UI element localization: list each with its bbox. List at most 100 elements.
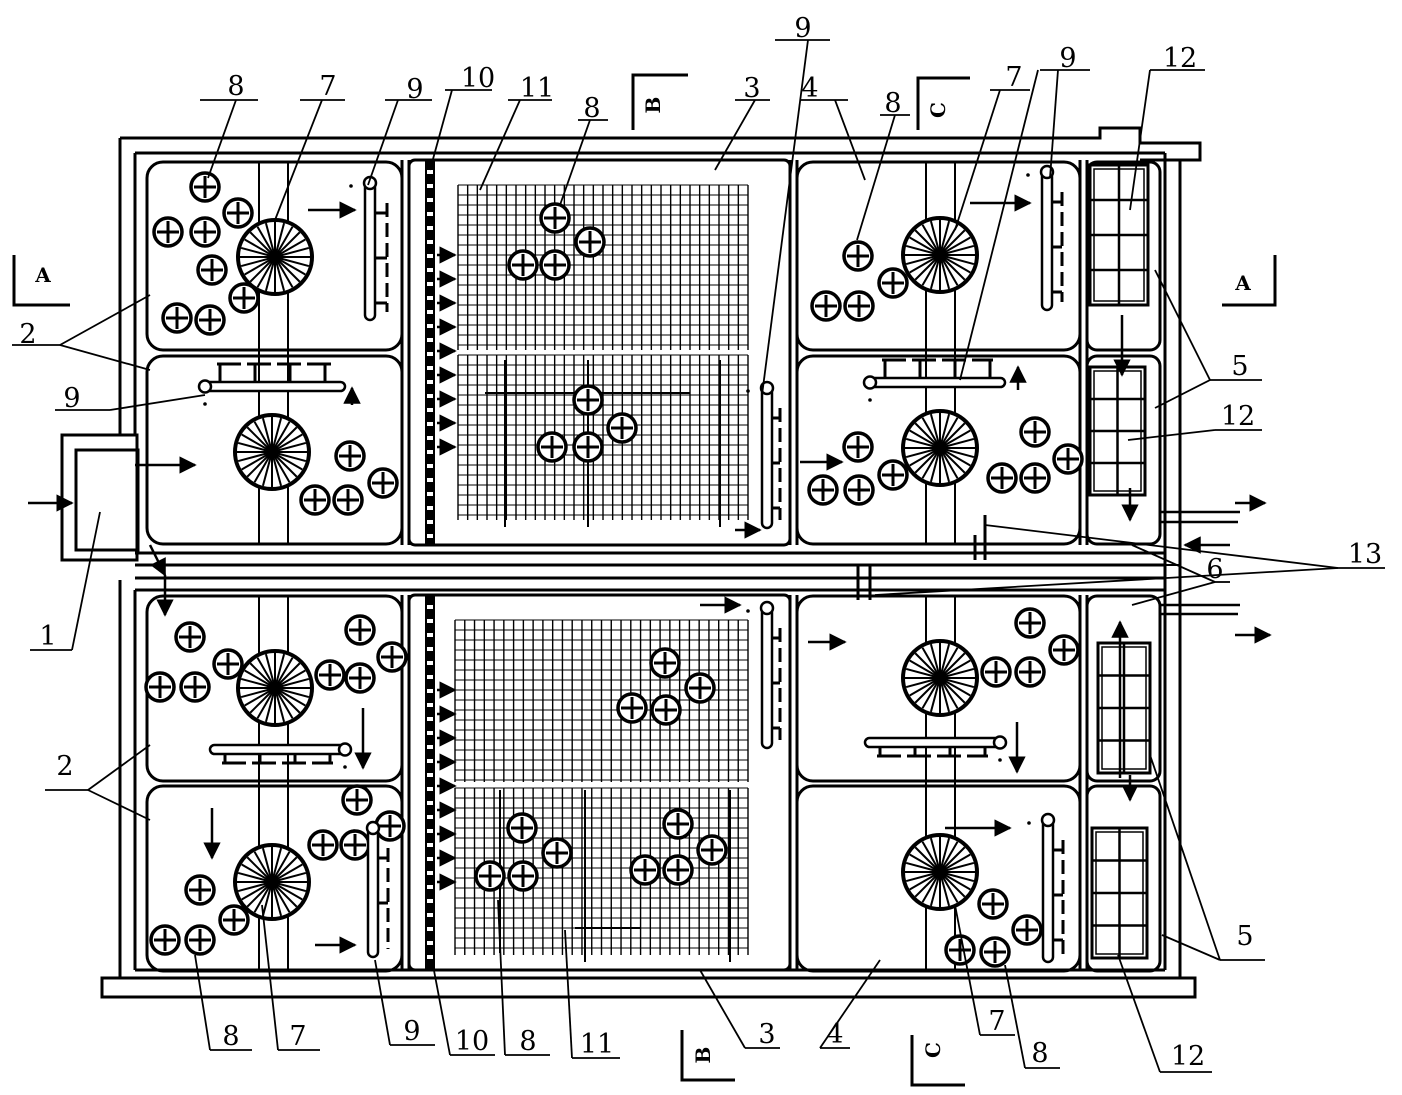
- aerator: [174, 621, 206, 653]
- leader-line: [59, 294, 151, 346]
- aerator: [228, 282, 260, 314]
- callout-label-8: 8: [222, 1021, 239, 1052]
- leader-line: [564, 929, 573, 1059]
- aerator: [1052, 443, 1084, 475]
- disc-hub: [933, 441, 947, 455]
- perforated-wall-top: [425, 159, 435, 546]
- callout-label-13: 13: [1348, 539, 1382, 570]
- aerator: [341, 784, 373, 816]
- pipe-body: [366, 826, 380, 959]
- cell-lr-1: [795, 594, 1082, 783]
- aerator: [1019, 462, 1051, 494]
- section-bracket: [631, 73, 688, 130]
- leader-line: [874, 567, 1339, 596]
- aerator: [877, 459, 909, 491]
- callout-label-7: 7: [1005, 62, 1022, 93]
- pipe-body: [863, 736, 1002, 749]
- dot: [746, 389, 750, 393]
- aerator: [684, 672, 716, 704]
- pipe-body: [760, 606, 774, 750]
- aerator: [307, 829, 339, 861]
- mixer-disc: [233, 843, 311, 921]
- aerator: [184, 924, 216, 956]
- media-grid: [457, 184, 749, 350]
- aerator: [574, 226, 606, 258]
- callout-label-3: 3: [743, 73, 760, 104]
- mixer-disc: [236, 218, 314, 296]
- aerator: [212, 648, 244, 680]
- aerator: [299, 484, 331, 516]
- leader-line: [819, 959, 881, 1049]
- callout-label-12: 12: [1221, 401, 1255, 432]
- leader-line: [1154, 269, 1211, 381]
- aerator: [184, 874, 216, 906]
- pipe-body: [868, 376, 1007, 389]
- leader-line: [954, 904, 981, 1036]
- mixer-disc: [901, 833, 979, 911]
- leader-line: [1127, 429, 1216, 441]
- disc-hub: [268, 250, 282, 264]
- outer-wall-top: [120, 126, 1202, 162]
- section-bracket: [916, 76, 970, 130]
- cell-ul-2: [145, 354, 404, 546]
- callout-label-5: 5: [1231, 351, 1248, 382]
- pipe-body: [363, 181, 377, 322]
- aerator: [506, 812, 538, 844]
- leader-line: [984, 524, 1339, 569]
- pipe-head: [862, 375, 878, 390]
- callout-label-10: 10: [461, 63, 495, 94]
- callout-label-9: 9: [1059, 43, 1076, 74]
- leader-line: [1149, 754, 1221, 961]
- leader-line: [274, 99, 323, 221]
- callout-label-11: 11: [520, 73, 554, 104]
- pipe-body: [760, 386, 774, 530]
- aerator: [650, 694, 682, 726]
- callout-label-7: 7: [988, 1006, 1005, 1037]
- aerator: [606, 412, 638, 444]
- aerator: [616, 692, 648, 724]
- cell-ul-1: [145, 160, 404, 352]
- mixer-disc: [233, 413, 311, 491]
- aerator: [977, 888, 1009, 920]
- aerator: [332, 484, 364, 516]
- aerator: [649, 647, 681, 679]
- callout-label-8: 8: [884, 88, 901, 119]
- callout-label-6: 6: [1206, 554, 1223, 585]
- section-bracket: [680, 1030, 735, 1082]
- overflow-pipe-vertical: [1027, 812, 1065, 964]
- aerator: [539, 202, 571, 234]
- aerator: [979, 936, 1011, 968]
- aerator: [541, 837, 573, 869]
- aerator: [1014, 607, 1046, 639]
- aerator: [629, 854, 661, 886]
- section-label: B: [641, 97, 665, 114]
- leader-line: [87, 789, 151, 821]
- pipe-body: [208, 743, 347, 756]
- reactor-3-bottom: [407, 593, 792, 972]
- leader-line: [954, 89, 1001, 231]
- leader-line: [699, 969, 746, 1049]
- disc-hub: [933, 865, 947, 879]
- aerator: [189, 171, 221, 203]
- overflow-pipe-vertical: [1026, 164, 1064, 312]
- callout-label-2: 2: [56, 751, 73, 782]
- aerator: [842, 431, 874, 463]
- pipe-head: [337, 742, 353, 757]
- leader-line: [431, 959, 451, 1056]
- callout-label-12: 12: [1163, 43, 1197, 74]
- aerator: [810, 290, 842, 322]
- overflow-pipe-horizontal: [862, 358, 1007, 402]
- overflow-pipe-vertical: [746, 380, 782, 530]
- cell-lr-2: [795, 784, 1082, 973]
- callout-label-1: 1: [39, 621, 56, 652]
- section-marker-a: A: [12, 255, 70, 307]
- aerator: [334, 440, 366, 472]
- callout-label-10: 10: [455, 1026, 489, 1057]
- callout-label-9: 9: [403, 1016, 420, 1047]
- leader-line: [497, 899, 506, 1056]
- leader-line: [194, 954, 211, 1051]
- leader-line: [71, 511, 101, 651]
- leader-line: [374, 959, 391, 1046]
- mixer-disc: [901, 216, 979, 294]
- perforated-wall-bottom: [425, 594, 435, 971]
